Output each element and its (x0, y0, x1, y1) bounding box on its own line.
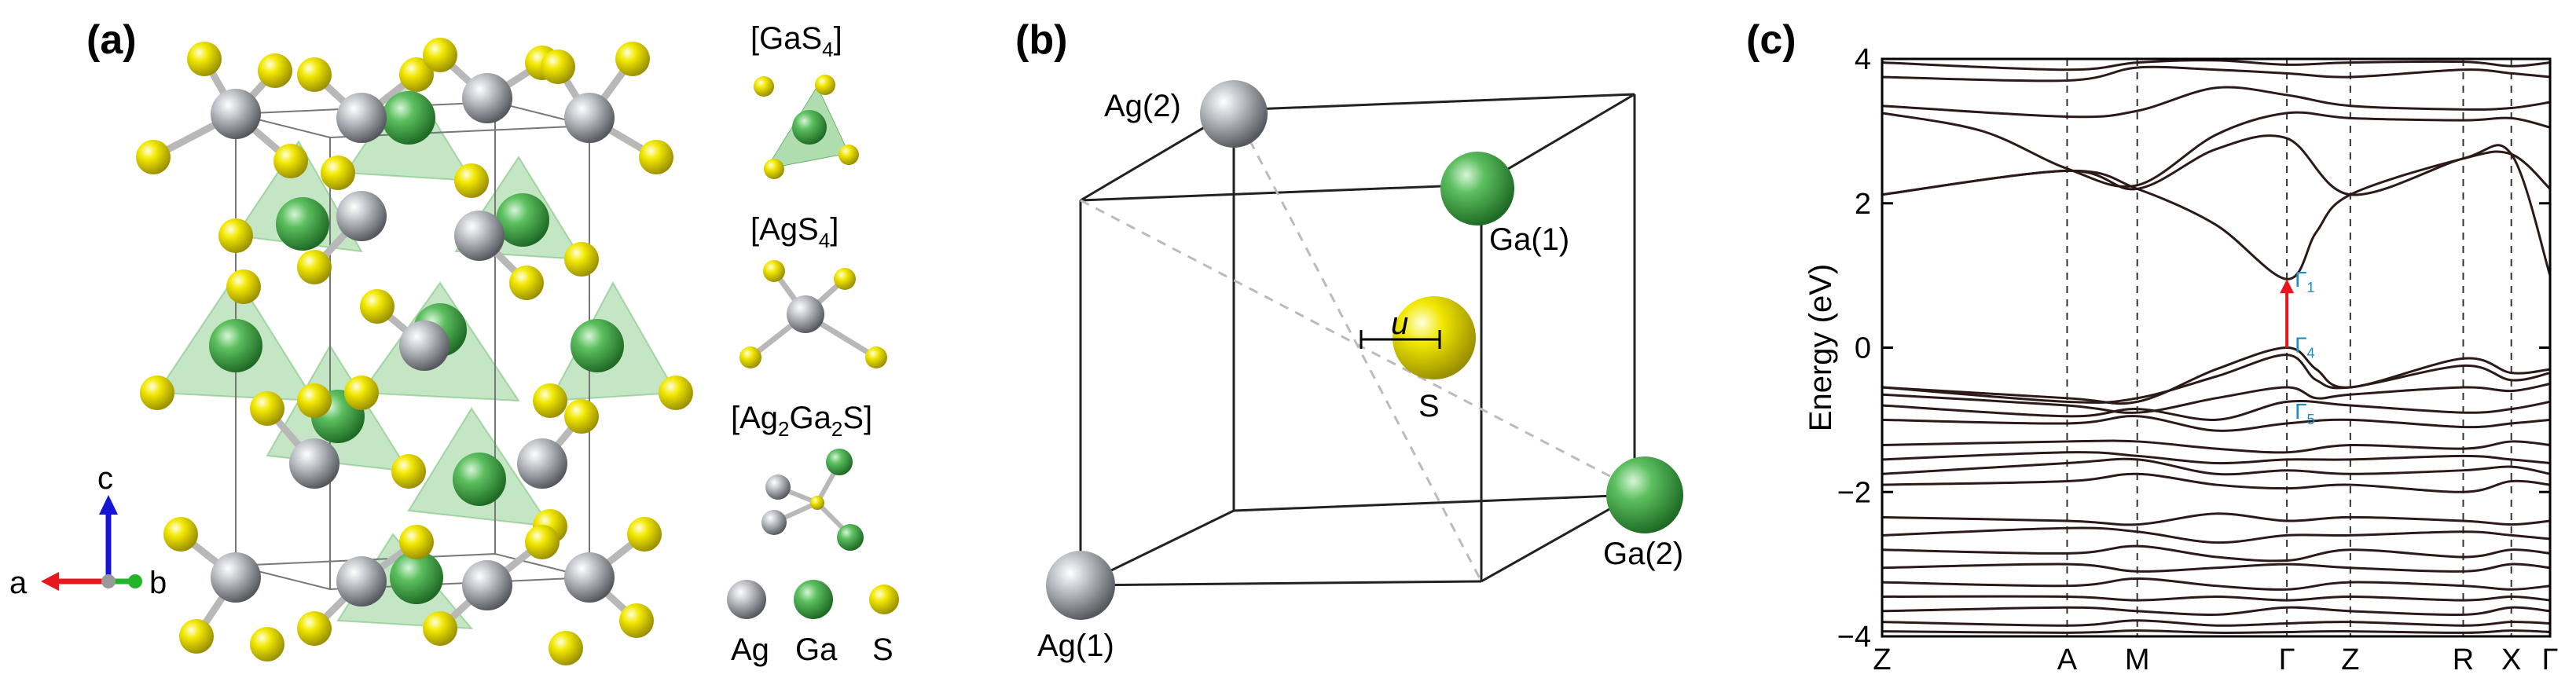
band-line (1882, 595, 2550, 602)
plot-frame (1881, 57, 2552, 638)
band-line (1882, 577, 2550, 591)
s-swatch (869, 585, 899, 614)
ag1-label: Ag(1) (1037, 629, 1114, 663)
ag-swatch (727, 580, 766, 619)
element-legend: Ag Ga S (727, 580, 899, 667)
legend-ga-label: Ga (795, 632, 838, 667)
panel-a-label: (a) (86, 17, 137, 63)
y-tick-label: 2 (1855, 188, 1871, 221)
unit-ag2ga2s-label: [Ag2Ga2S] (731, 401, 872, 441)
atom-ag1 (1046, 551, 1115, 620)
band-line (1882, 134, 2550, 196)
unit-ags4-label: [AgS4] (750, 212, 838, 252)
k-point-label: M (2125, 643, 2150, 676)
band-line (1882, 629, 2550, 634)
axis-a-label: a (9, 566, 28, 600)
transition-arrowhead (2280, 279, 2295, 294)
k-point-label: X (2501, 643, 2521, 676)
band-line (1882, 512, 2550, 526)
panel-b: (b) (1015, 17, 1683, 663)
band-line (1882, 346, 2550, 405)
y-tick-label: −2 (1837, 476, 1871, 509)
atom-ag2 (1200, 80, 1268, 148)
u-label: u (1391, 306, 1408, 341)
band-line (1882, 354, 2550, 404)
panel-c-label: (c) (1746, 17, 1796, 63)
axis-b-label: b (149, 566, 167, 600)
band-line (1882, 439, 2550, 454)
ag-atoms (211, 73, 615, 610)
atom-s (1393, 296, 1476, 379)
ag2-label: Ag(2) (1104, 89, 1181, 123)
k-point-label: Z (2341, 643, 2359, 676)
cube (1079, 93, 1639, 587)
band-line (1882, 86, 2550, 119)
panel-a: (a) (9, 17, 899, 667)
y-tick-label: 4 (1855, 43, 1871, 76)
s-atoms (136, 38, 693, 665)
panel-b-label: (b) (1015, 17, 1067, 63)
band-line (1882, 606, 2550, 617)
ga1-label: Ga(1) (1489, 222, 1569, 257)
k-point-label: Γ (2542, 643, 2559, 676)
band-line (1882, 399, 2550, 421)
ga2-label: Ga(2) (1603, 537, 1683, 571)
y-tick-label: 0 (1855, 332, 1871, 365)
s-label: S (1418, 389, 1440, 423)
band-line (1882, 111, 2550, 188)
u-displacement-marker (1360, 330, 1441, 349)
band-line (1882, 65, 2550, 82)
k-point-label: R (2453, 643, 2474, 676)
k-point-label: A (2057, 643, 2078, 676)
axis-c-label: c (97, 461, 113, 496)
band-line (1882, 563, 2550, 573)
atom-ga1 (1440, 152, 1514, 225)
band-line (1882, 526, 2550, 544)
ga-swatch (794, 580, 833, 619)
axes-triad: c a b (9, 461, 167, 600)
band-line (1882, 619, 2550, 627)
k-point-label: Γ (2279, 643, 2295, 676)
gamma-state-label: Γ1 (2295, 267, 2314, 295)
legend-s-label: S (872, 632, 894, 667)
k-point-label: Z (1873, 643, 1891, 676)
band-line (1882, 451, 2550, 465)
band-line (1882, 544, 2550, 563)
band-line (1882, 382, 2550, 414)
band-line (1882, 415, 2550, 432)
gas4-polyhedron-icon (754, 75, 859, 179)
ags4-tetrahedron-icon (739, 260, 887, 368)
diagonal-dashes (1080, 109, 1639, 582)
gamma-state-label: Γ4 (2295, 333, 2314, 361)
band-line (1882, 59, 2550, 71)
band-line (1882, 457, 2550, 476)
gamma-state-label: Γ5 (2295, 399, 2314, 427)
ag2ga2s-cluster-icon (761, 449, 864, 551)
unit-legend: [GaS4] [AgS4] [Ag2Ga2S] (727, 21, 899, 667)
legend-ag-label: Ag (731, 632, 769, 667)
y-axis-label: Energy (eV) (1804, 264, 1838, 431)
unit-gas4-label: [GaS4] (750, 21, 842, 61)
band-line (1882, 472, 2550, 493)
atom-ga2 (1606, 456, 1683, 533)
ga-atoms (209, 91, 624, 604)
y-tick-label: −4 (1837, 621, 1871, 654)
band-line (1882, 144, 2550, 280)
crystal-structure (136, 38, 693, 665)
